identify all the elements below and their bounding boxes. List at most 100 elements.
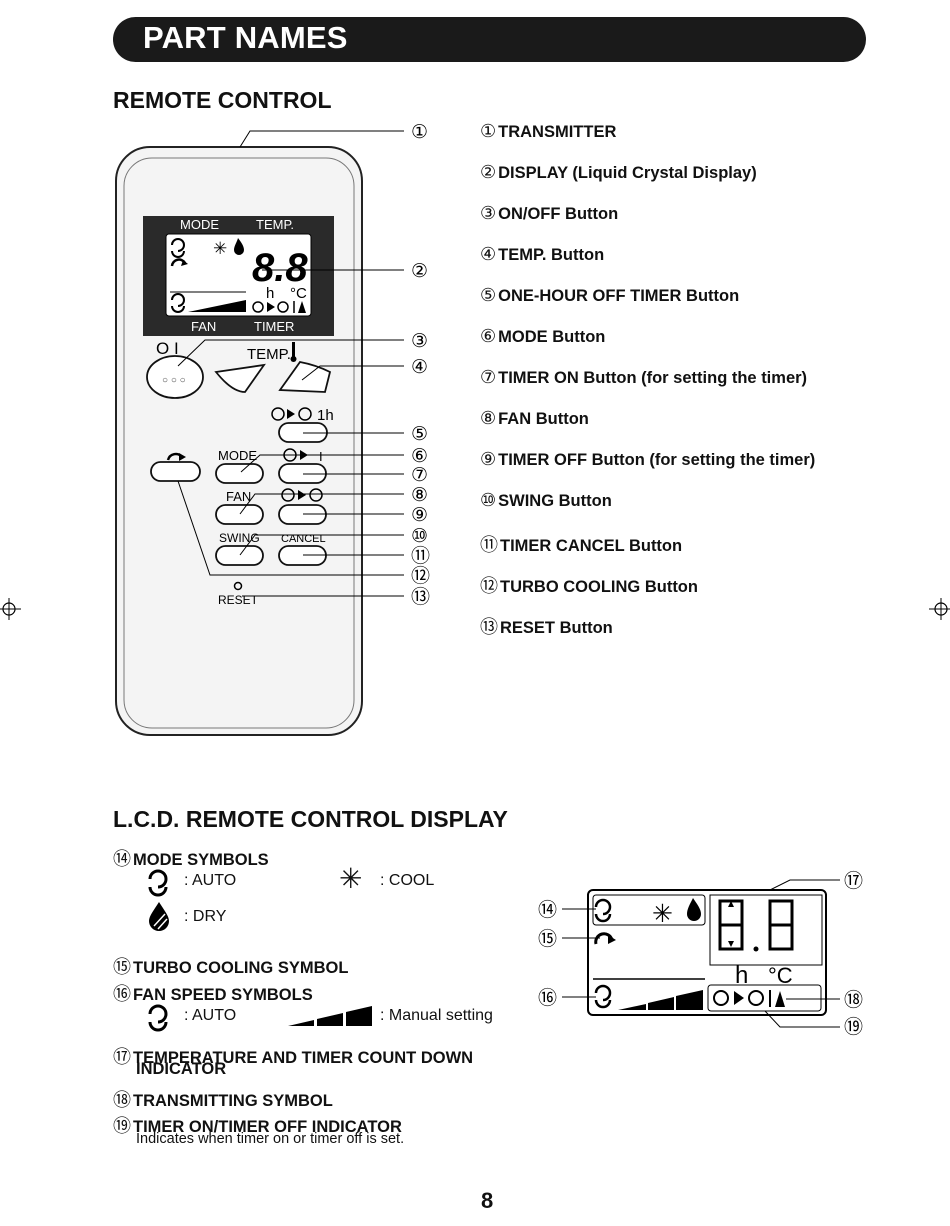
mode-label: MODE xyxy=(218,448,257,463)
lcd-cool-icon: ✳ xyxy=(213,239,227,258)
svg-text:⑧: ⑧ xyxy=(411,485,428,506)
onoff-button xyxy=(146,355,204,399)
cancel-label: CANCEL xyxy=(281,533,326,545)
fan-button xyxy=(215,504,264,525)
registration-mark-right xyxy=(929,598,950,620)
svg-text:⑬: ⑬ xyxy=(411,586,430,608)
svg-text:○ ○ ○: ○ ○ ○ xyxy=(162,375,186,386)
remote-section-title: REMOTE CONTROL xyxy=(113,87,332,113)
swing-label: SWING xyxy=(219,531,260,545)
detail-transmit-icon xyxy=(775,991,785,1007)
lcd-celsius: °C xyxy=(290,285,307,302)
mode-dry-text: : DRY xyxy=(184,908,227,925)
remote-lcd-screen xyxy=(165,233,312,317)
svg-text:⑭: ⑭ xyxy=(538,899,557,921)
detail-fan-auto-icon xyxy=(594,984,612,1009)
svg-text:⑮: ⑮ xyxy=(538,928,557,950)
svg-text:⑦: ⑦ xyxy=(411,465,428,486)
svg-text:⑥: ⑥ xyxy=(411,446,428,467)
svg-text:⑲: ⑲ xyxy=(844,1016,863,1038)
detail-dry-icon xyxy=(687,898,701,921)
swing-button xyxy=(215,545,264,566)
cool-mode-icon: ✳ xyxy=(339,863,363,894)
lcd-fan-bars xyxy=(188,300,246,312)
detail-cool-icon: ✳ xyxy=(652,900,673,928)
turbo-button xyxy=(150,461,201,482)
mode-auto-text: : AUTO xyxy=(184,872,237,889)
lcd-timer-label: TIMER xyxy=(254,319,294,334)
remote-control-diagram: MODE TEMP. FAN TIMER ✳ 8.8 h °C O I ○ ○ … xyxy=(115,122,430,736)
svg-text:⑤: ⑤ xyxy=(411,424,428,445)
one-hour-label: 1h xyxy=(317,407,334,424)
reset-label: RESET xyxy=(218,593,259,607)
lcd-section-title: L.C.D. REMOTE CONTROL DISPLAY xyxy=(113,806,508,832)
lcd-mode-label: MODE xyxy=(180,217,219,232)
detail-digits xyxy=(718,899,794,951)
lcd-fan-label: FAN xyxy=(191,319,216,334)
auto-mode-icon xyxy=(148,869,168,897)
remote-callouts: ① ② ③ ④ ⑤ ⑥ ⑦ ⑧ ⑨ ⑩ ⑪ ⑫ ⑬ xyxy=(411,122,430,608)
svg-text:①: ① xyxy=(411,122,428,143)
fan-auto-icon xyxy=(148,1004,168,1032)
fan-manual-text: : Manual setting xyxy=(380,1007,493,1024)
lcd-callouts: ⑭ ⑮ ⑯ ⑰ ⑱ ⑲ xyxy=(538,870,863,1038)
detail-fan-bars xyxy=(676,990,703,1010)
lcd-temp-label: TEMP. xyxy=(256,217,294,232)
svg-text:④: ④ xyxy=(411,357,428,378)
fan-label: FAN xyxy=(226,489,251,504)
onoff-label: O I xyxy=(156,339,179,358)
dry-mode-icon xyxy=(149,902,169,931)
timer-indicator-note: Indicates when timer on or timer off is … xyxy=(136,1131,405,1147)
lcd-auto-icon xyxy=(171,238,185,258)
timer-on-bar: I xyxy=(319,449,323,464)
detail-h: h xyxy=(735,962,748,989)
registration-mark-left xyxy=(0,598,21,620)
svg-text:⑩: ⑩ xyxy=(411,526,428,547)
temp-up-button xyxy=(278,361,332,393)
fan-auto-text: : AUTO xyxy=(184,1007,237,1024)
lcd-h: h xyxy=(266,285,274,302)
temp-label: TEMP. xyxy=(247,346,291,363)
svg-text:⑱: ⑱ xyxy=(844,989,863,1011)
svg-text:⑯: ⑯ xyxy=(538,987,557,1009)
svg-text:⑫: ⑫ xyxy=(411,565,430,587)
svg-text:③: ③ xyxy=(411,331,428,352)
mode-cool-text: : COOL xyxy=(380,872,435,889)
svg-text:⑨: ⑨ xyxy=(411,505,428,526)
manual-fan-bars-icon xyxy=(288,1006,372,1026)
temp-down-button xyxy=(214,363,266,393)
reset-button xyxy=(233,581,243,591)
mode-button xyxy=(215,463,264,484)
svg-text:②: ② xyxy=(411,261,428,282)
lcd-detail-frame xyxy=(587,889,827,1016)
detail-auto-icon xyxy=(594,898,612,923)
lcd-detail-diagram: ✳ h °C ⑭ ⑮ ⑯ ⑰ ⑱ ⑲ xyxy=(538,870,863,1038)
lcd-item-temperature-line2: INDICATOR xyxy=(136,1060,227,1078)
lcd-digits: 8.8 xyxy=(252,246,308,290)
header-banner xyxy=(113,17,866,62)
page-number: 8 xyxy=(481,1188,494,1213)
svg-text:⑪: ⑪ xyxy=(411,545,430,567)
detail-celsius: °C xyxy=(768,963,793,988)
lcd-dry-icon xyxy=(234,238,244,255)
svg-text:⑰: ⑰ xyxy=(844,870,863,892)
